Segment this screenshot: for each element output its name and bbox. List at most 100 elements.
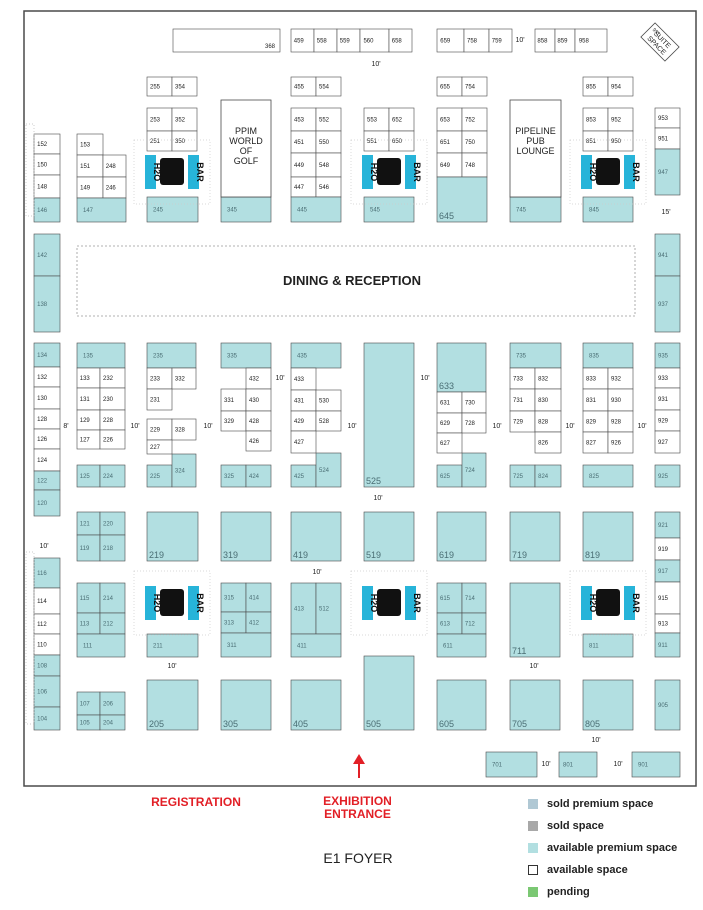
booth-947[interactable] — [654, 148, 681, 196]
h2o-stand-4[interactable] — [145, 586, 156, 620]
booth-245[interactable] — [146, 196, 199, 223]
booth-505[interactable] — [363, 655, 415, 731]
booth-905[interactable] — [654, 679, 681, 731]
booth-754[interactable] — [461, 76, 488, 97]
bar-stand-4[interactable] — [188, 586, 199, 620]
booth-211[interactable] — [146, 633, 199, 658]
booth-324[interactable] — [171, 453, 197, 488]
booth-645[interactable] — [436, 176, 488, 223]
booth-427[interactable] — [290, 430, 317, 454]
booth-835[interactable] — [582, 342, 634, 369]
booth-218[interactable] — [99, 534, 126, 562]
booth-950[interactable] — [607, 130, 634, 152]
booth-845[interactable] — [582, 196, 634, 223]
booth-745[interactable] — [509, 196, 562, 223]
booth-528[interactable] — [315, 410, 342, 432]
booth-319[interactable] — [220, 511, 272, 562]
booth-204[interactable] — [99, 714, 126, 731]
booth-825[interactable] — [582, 464, 634, 488]
booth-627[interactable] — [436, 432, 463, 454]
booth-135[interactable] — [76, 342, 126, 369]
booth-554[interactable] — [315, 76, 342, 97]
booth-941[interactable] — [654, 233, 681, 277]
bar-stand-5[interactable] — [405, 586, 416, 620]
pipeline-pub-lounge[interactable] — [509, 99, 562, 198]
booth-748[interactable] — [461, 152, 488, 178]
booth-224[interactable] — [99, 464, 126, 488]
bar-stand-6[interactable] — [624, 586, 635, 620]
booth-824[interactable] — [534, 464, 562, 488]
booth-658[interactable] — [388, 28, 413, 53]
booth-937[interactable] — [654, 275, 681, 333]
booth-714[interactable] — [461, 582, 487, 614]
booth-235[interactable] — [146, 342, 197, 369]
booth-611[interactable] — [436, 633, 487, 658]
booth-219[interactable] — [146, 511, 199, 562]
booth-134[interactable] — [33, 342, 61, 368]
booth-615[interactable] — [436, 582, 463, 614]
h2o-stand-1[interactable] — [145, 155, 156, 189]
booth-954[interactable] — [607, 76, 634, 97]
booth-332[interactable] — [171, 367, 197, 390]
booth-147[interactable] — [76, 197, 127, 223]
booth-424[interactable] — [245, 464, 272, 488]
booth-413[interactable] — [290, 582, 317, 635]
booth-805[interactable] — [582, 679, 634, 731]
booth-619[interactable] — [436, 511, 487, 562]
booth-328[interactable] — [171, 418, 197, 441]
booth-826[interactable] — [534, 431, 562, 454]
booth-921[interactable] — [654, 511, 681, 539]
booth-350[interactable] — [171, 130, 198, 152]
booth-354[interactable] — [171, 76, 198, 97]
booth-411[interactable] — [290, 633, 342, 658]
booth-705[interactable] — [509, 679, 561, 731]
booth-915[interactable] — [654, 581, 681, 615]
booth-311[interactable] — [220, 632, 272, 658]
booth-759[interactable] — [488, 28, 513, 53]
booth-426[interactable] — [245, 430, 272, 452]
booth-414[interactable] — [245, 582, 272, 613]
booth-226[interactable] — [99, 429, 126, 450]
booth-345[interactable] — [220, 196, 272, 223]
booth-927[interactable] — [654, 430, 681, 454]
booth-419[interactable] — [290, 511, 342, 562]
booth-926[interactable] — [607, 431, 634, 454]
booth-305[interactable] — [220, 679, 272, 731]
booth-227[interactable] — [146, 439, 173, 455]
h2o-stand-5[interactable] — [362, 586, 373, 620]
booth-650[interactable] — [388, 130, 415, 152]
booth-701[interactable] — [485, 751, 538, 778]
booth-811[interactable] — [582, 633, 634, 658]
bar-stand-2[interactable] — [405, 155, 416, 189]
booth-801[interactable] — [558, 751, 598, 778]
booth-819[interactable] — [582, 511, 634, 562]
booth-435[interactable] — [290, 342, 342, 369]
bar-stand-3[interactable] — [624, 155, 635, 189]
booth-405[interactable] — [290, 679, 342, 731]
booth-911[interactable] — [654, 632, 681, 658]
booth-335[interactable] — [220, 342, 272, 369]
booth-231[interactable] — [146, 388, 173, 411]
booth-368[interactable] — [172, 28, 281, 53]
booth-958[interactable] — [574, 28, 608, 53]
booth-724[interactable] — [461, 452, 487, 488]
booth-449[interactable] — [290, 152, 317, 178]
booth-901[interactable] — [631, 751, 681, 778]
booth-711[interactable] — [509, 582, 561, 658]
booth-111[interactable] — [76, 633, 126, 658]
booth-719[interactable] — [509, 511, 561, 562]
booth-925[interactable] — [654, 464, 681, 488]
booth-142[interactable] — [33, 233, 61, 277]
bar-stand-1[interactable] — [188, 155, 199, 189]
booth-214[interactable] — [99, 582, 126, 614]
booth-146[interactable] — [33, 197, 61, 223]
booth-445[interactable] — [290, 196, 342, 223]
booth-519[interactable] — [363, 511, 415, 562]
booth-935[interactable] — [654, 342, 681, 369]
h2o-stand-6[interactable] — [581, 586, 592, 620]
booth-138[interactable] — [33, 275, 61, 333]
booth-120[interactable] — [33, 489, 61, 517]
booth-106[interactable] — [33, 675, 61, 708]
booth-524[interactable] — [315, 452, 342, 488]
